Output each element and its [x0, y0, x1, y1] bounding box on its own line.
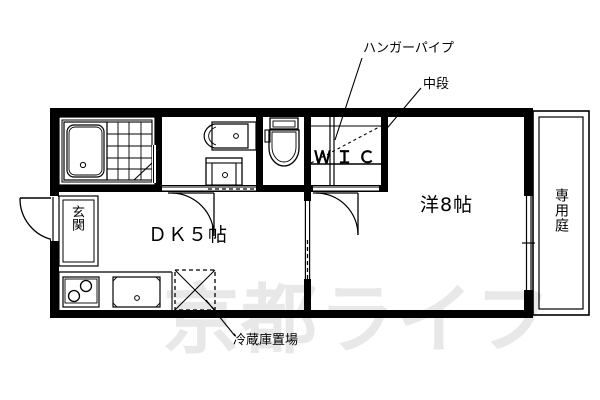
room-label-western: 洋8帖	[420, 194, 474, 216]
sliding-partition	[304, 201, 311, 279]
room-label-dk: ＤＫ５帖	[148, 224, 229, 246]
wic-interior	[310, 113, 382, 190]
room-label-private-garden: 専用庭	[553, 188, 569, 233]
washroom-fixtures	[162, 121, 257, 192]
room-label-genkan: 玄関	[69, 205, 84, 231]
wic-door	[313, 186, 379, 236]
garden-sliding-window	[522, 196, 535, 290]
kitchen-counter	[58, 271, 173, 310]
toilet-fixture	[264, 117, 300, 167]
annotation-hanger-pipe: ハンガーパイプ	[363, 41, 454, 56]
interior-walls	[50, 108, 388, 318]
watermark: 京都ライフ	[163, 275, 553, 364]
room-label-wic: ＷＩＣ	[314, 148, 380, 168]
annotation-leaders	[205, 57, 422, 337]
genkan-outline	[58, 195, 99, 267]
exterior-walls	[50, 108, 533, 318]
annotation-middle-shelf: 中段	[423, 77, 450, 92]
bathroom-fixtures	[58, 116, 156, 186]
entrance-door	[19, 196, 59, 241]
washroom-door	[168, 192, 215, 237]
annotation-fridge-space: 冷蔵庫置場	[233, 333, 299, 348]
private-garden-outline	[532, 110, 590, 316]
